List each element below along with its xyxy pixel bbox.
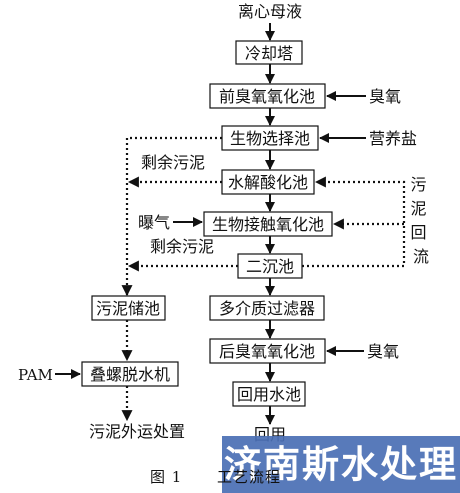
ozone-rear-label: 臭氧 [367, 342, 399, 361]
sludge-storage-label: 污泥储池 [96, 299, 160, 318]
sludge-return-char-1: 污 [410, 175, 426, 194]
hydrolysis-label: 水解酸化池 [228, 173, 308, 192]
sludge-storage-box [91, 295, 166, 321]
figure-number: 图 1 [150, 468, 183, 486]
input-label: 离心母液 [238, 2, 302, 21]
pre-ozonation-box [209, 83, 326, 109]
pre-ozonation-label: 前臭氧氧化池 [219, 87, 315, 106]
dewatering-box [81, 361, 179, 387]
aeration-label: 曝气 [138, 213, 170, 232]
post-ozonation-box [209, 338, 326, 364]
bio-contact-label: 生物接触氧化池 [212, 215, 324, 234]
excess-sludge-label-2: 剩余污泥 [150, 237, 214, 256]
sludge-disposal-label: 污泥外运处置 [89, 422, 185, 441]
pam-label: PAM [18, 366, 53, 384]
cooling-tower-label: 冷却塔 [245, 44, 293, 63]
post-ozonation-label: 后臭氧氧化池 [219, 342, 315, 361]
dewatering-label: 叠螺脱水机 [90, 365, 170, 384]
nutrient-label: 营养盐 [369, 129, 417, 148]
secondary-clarifier-label: 二沉池 [246, 257, 294, 276]
bio-selector-box [221, 125, 319, 151]
figure-caption: 图 1 工艺流程 [150, 466, 281, 487]
bio-selector-label: 生物选择池 [230, 129, 310, 148]
sludge-return-char-2: 泥 [410, 199, 426, 218]
watermark-logo: 济南斯水处理 [222, 436, 460, 493]
ozone-front-label: 臭氧 [369, 87, 401, 106]
hydrolysis-box [221, 169, 315, 195]
sludge-return-label: 污 泥 回 流 [410, 175, 431, 266]
caption-spacer [188, 468, 211, 486]
reuse-tank-label: 回用水池 [237, 385, 301, 404]
sludge-return-char-4: 流 [413, 247, 429, 266]
bio-contact-box [203, 211, 333, 237]
media-filter-box [209, 295, 325, 321]
figure-title: 工艺流程 [216, 468, 281, 486]
sludge-return-line [302, 176, 406, 268]
media-filter-label: 多介质过滤器 [219, 299, 315, 318]
sludge-return-char-3: 回 [410, 223, 426, 242]
excess-sludge-label-1: 剩余污泥 [141, 153, 205, 172]
